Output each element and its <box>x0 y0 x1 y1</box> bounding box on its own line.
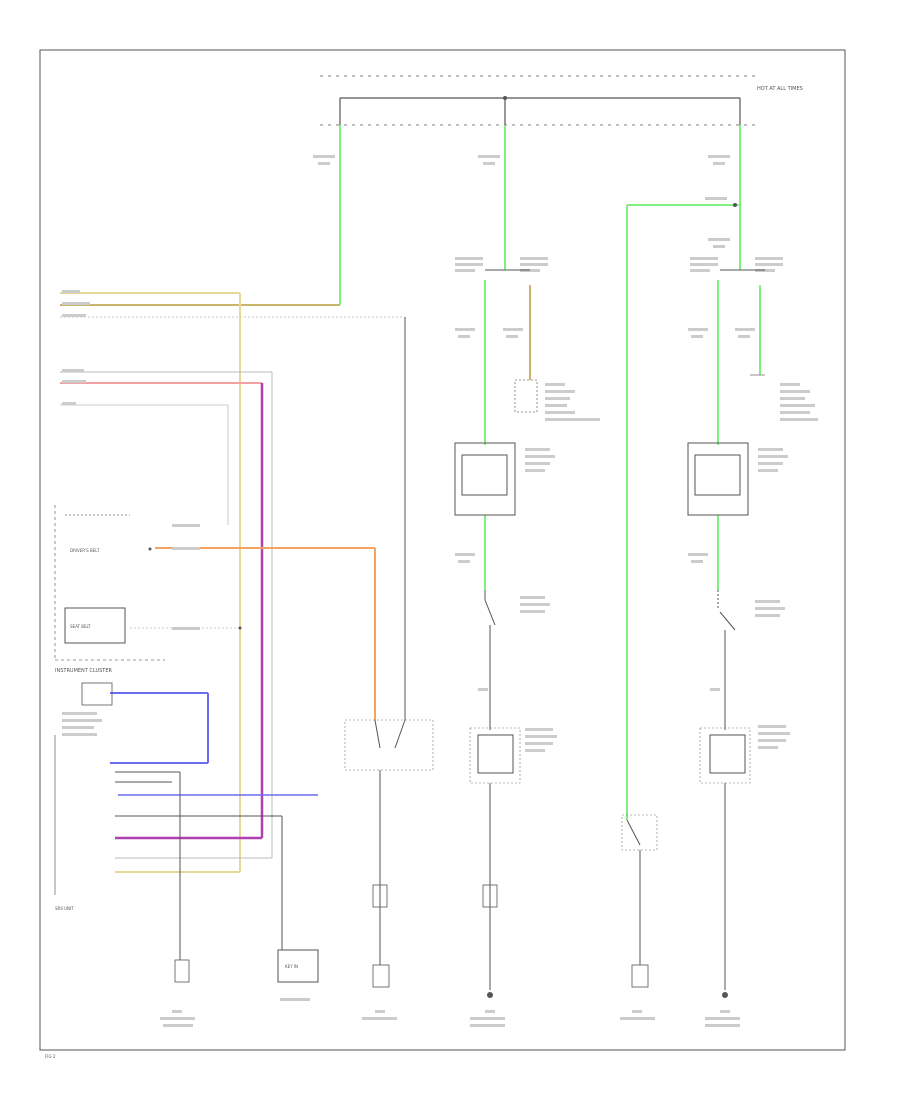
orange-wire-dot <box>148 547 152 551</box>
heater-labels <box>525 725 790 752</box>
heater-element-right <box>709 734 746 774</box>
seat-switch-blade-1 <box>374 719 381 749</box>
footer-label: FIG 2 <box>45 1054 56 1059</box>
wire-labels-top <box>313 155 730 248</box>
seat-heater-right-inner <box>694 454 741 496</box>
seat-heater-labels <box>525 448 788 472</box>
module-label: SRS UNIT <box>55 906 74 911</box>
switch-mid-blade <box>484 599 496 626</box>
connector-left <box>372 884 388 908</box>
ground-mid <box>487 992 493 998</box>
component-mid-small-label <box>545 383 600 421</box>
ground-right <box>722 992 728 998</box>
seat-heater-left-box <box>454 442 516 516</box>
component-mid-small <box>514 379 538 413</box>
seat-heater-right-box <box>687 442 749 516</box>
key-switch-box <box>81 682 113 706</box>
mid-left-labels <box>172 524 200 630</box>
cluster-label: INSTRUMENT CLUSTER <box>55 668 113 674</box>
connector-mid <box>482 884 498 908</box>
driver-label: DRIVER'S BELT <box>70 548 100 553</box>
connector-left-bottom <box>372 964 390 988</box>
wire-labels-mid <box>455 328 755 563</box>
passenger-switch-outline <box>621 814 658 851</box>
heater-element-mid-outline <box>469 727 521 784</box>
heater-element-mid <box>477 734 514 774</box>
key-module-box <box>277 949 319 983</box>
component-right-small-label <box>780 383 818 421</box>
diagram-frame <box>39 49 846 1051</box>
beeper-wire-dot <box>238 626 242 630</box>
switch-labels <box>478 596 785 691</box>
seat-switch-outline <box>344 719 434 771</box>
bottom-ground-labels <box>160 998 740 1027</box>
passenger-switch-blade <box>626 819 641 846</box>
seat-switch-blade-2 <box>394 719 406 749</box>
bus-label: HOT AT ALL TIMES <box>757 86 803 92</box>
connector-far-left <box>174 959 190 983</box>
srs-pins <box>115 771 283 950</box>
heater-element-right-outline <box>699 727 751 784</box>
passenger-switch-connector <box>631 964 649 988</box>
key-switch-labels <box>62 712 102 736</box>
switch-right-blade <box>719 611 736 631</box>
bus-splice-dot <box>503 96 507 100</box>
splice-dot-right <box>733 203 737 207</box>
beeper-label: SEAT BELT <box>70 624 91 629</box>
cluster-indicator-box <box>64 607 126 644</box>
key-label: KEY IN <box>285 964 298 969</box>
left-wire-labels <box>62 290 90 405</box>
seat-heater-left-inner <box>461 454 508 496</box>
